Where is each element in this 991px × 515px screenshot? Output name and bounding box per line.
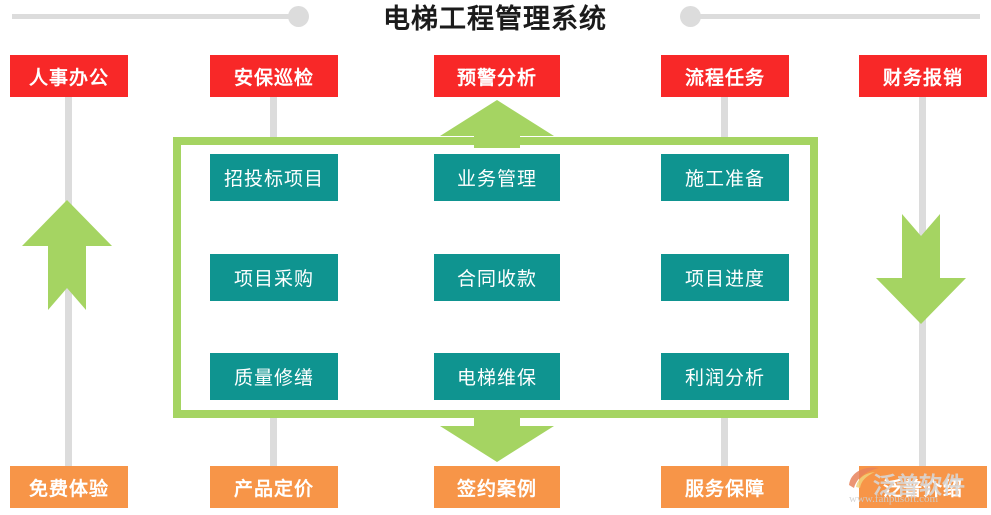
module-chip-business-management[interactable]: 业务管理 xyxy=(434,154,560,201)
chip-label: 质量修缮 xyxy=(233,368,314,389)
chip-label: 项目进度 xyxy=(684,269,765,290)
nav-chip-finance-reimbursement[interactable]: 财务报销 xyxy=(859,55,987,97)
chip-label: 产品定价 xyxy=(233,478,314,500)
nav-chip-personnel-office[interactable]: 人事办公 xyxy=(10,55,128,97)
chip-label: 免费体验 xyxy=(28,478,109,500)
chip-label: 流程任务 xyxy=(684,67,765,89)
chip-label: 招投标项目 xyxy=(223,169,324,190)
chip-label: 人事办公 xyxy=(28,67,109,89)
chip-label: 利润分析 xyxy=(684,368,765,389)
connector-line-col4-bottom xyxy=(721,418,728,466)
nav-chip-alert-analysis[interactable]: 预警分析 xyxy=(434,55,560,97)
module-chip-elevator-maintenance[interactable]: 电梯维保 xyxy=(434,353,560,400)
module-chip-bidding-project[interactable]: 招投标项目 xyxy=(210,154,338,201)
header-rail-right xyxy=(700,14,980,19)
arrow-center-up xyxy=(440,100,554,153)
header-rail-left xyxy=(12,14,300,19)
header-dot-right xyxy=(680,6,701,27)
arrow-right-down xyxy=(876,214,966,329)
chip-label: 电梯维保 xyxy=(456,368,537,389)
cta-chip-service-guarantee[interactable]: 服务保障 xyxy=(661,466,789,508)
connector-line-col2 xyxy=(270,96,277,138)
module-chip-profit-analysis[interactable]: 利润分析 xyxy=(661,353,789,400)
module-chip-construction-preparation[interactable]: 施工准备 xyxy=(661,154,789,201)
chip-label: 泛普介绍 xyxy=(882,478,963,500)
module-chip-quality-repair[interactable]: 质量修缮 xyxy=(210,353,338,400)
chip-label: 服务保障 xyxy=(684,478,765,500)
nav-chip-security-patrol[interactable]: 安保巡检 xyxy=(210,55,338,97)
module-chip-project-progress[interactable]: 项目进度 xyxy=(661,254,789,301)
page-title: 电梯工程管理系统 xyxy=(383,4,607,34)
arrow-center-down xyxy=(440,412,554,467)
chip-label: 合同收款 xyxy=(456,269,537,290)
chip-label: 安保巡检 xyxy=(233,67,314,89)
arrow-left-up xyxy=(22,200,112,315)
cta-chip-product-pricing[interactable]: 产品定价 xyxy=(210,466,338,508)
cta-chip-signed-cases[interactable]: 签约案例 xyxy=(434,466,560,508)
chip-label: 施工准备 xyxy=(684,169,765,190)
chip-label: 财务报销 xyxy=(882,67,963,89)
header-dot-left xyxy=(288,6,309,27)
module-chip-contract-receipt[interactable]: 合同收款 xyxy=(434,254,560,301)
cta-chip-free-trial[interactable]: 免费体验 xyxy=(10,466,128,508)
nav-chip-process-task[interactable]: 流程任务 xyxy=(661,55,789,97)
connector-line-col2-bottom xyxy=(270,418,277,466)
chip-label: 签约案例 xyxy=(456,478,537,500)
chip-label: 项目采购 xyxy=(233,269,314,290)
chip-label: 预警分析 xyxy=(456,67,537,89)
connector-line-col4 xyxy=(721,96,728,138)
module-chip-project-procurement[interactable]: 项目采购 xyxy=(210,254,338,301)
cta-chip-company-intro[interactable]: 泛普介绍 xyxy=(859,466,987,508)
chip-label: 业务管理 xyxy=(456,169,537,190)
